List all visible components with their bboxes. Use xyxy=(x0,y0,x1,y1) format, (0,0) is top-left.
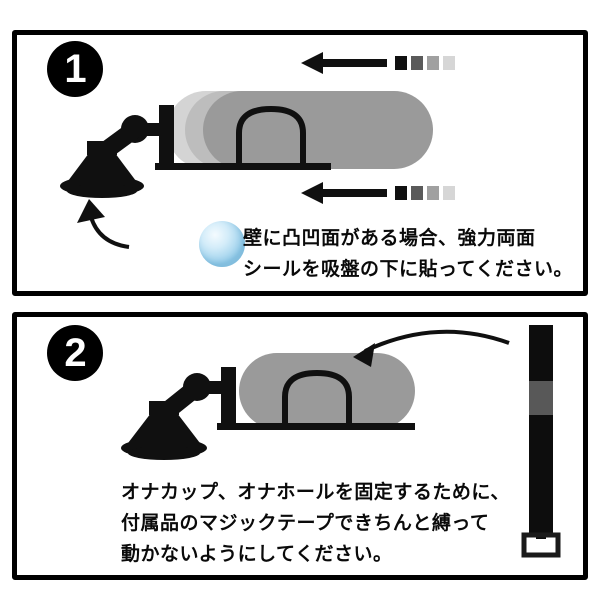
caption-line: オナカップ、オナホールを固定するために、 xyxy=(121,482,510,503)
step-number-badge: 1 xyxy=(47,41,103,97)
onahole-cup-body xyxy=(239,353,415,429)
step-2-panel: 2 オナカップ、オナホールを固定するために、 付属品のマジックテープできちんと縛… xyxy=(12,312,588,580)
velcro-strap-icon xyxy=(521,325,561,558)
step-2-caption: オナカップ、オナホールを固定するために、 付属品のマジックテープできちんと縛って… xyxy=(121,477,510,570)
step-number-badge: 2 xyxy=(47,325,103,381)
onahole-cup-body xyxy=(203,91,433,169)
curved-pointer-arrow-icon xyxy=(353,329,510,367)
step-1-panel: 1 壁に凸凹面がある場合、強力両面 シールを吸盤の下に貼ってください。 xyxy=(12,30,588,296)
pointer-arrow-icon xyxy=(77,199,130,249)
caption-line: 動かないようにしてください。 xyxy=(121,544,393,565)
caption-line: シールを吸盤の下に貼ってください。 xyxy=(243,259,573,280)
step1-illustration xyxy=(60,52,455,249)
caption-line: 壁に凸凹面がある場合、強力両面 xyxy=(243,228,536,249)
suction-cup-mount xyxy=(121,367,415,460)
step2-illustration xyxy=(121,325,561,558)
double-sided-seal-sphere-icon xyxy=(199,221,245,267)
slide-arrow-top xyxy=(301,52,455,74)
suction-cup-mount xyxy=(60,105,331,198)
caption-line: 付属品のマジックテープできちんと縛って xyxy=(121,513,490,534)
step-1-caption: 壁に凸凹面がある場合、強力両面 シールを吸盤の下に貼ってください。 xyxy=(243,223,573,285)
slide-arrow-bottom xyxy=(301,182,455,204)
